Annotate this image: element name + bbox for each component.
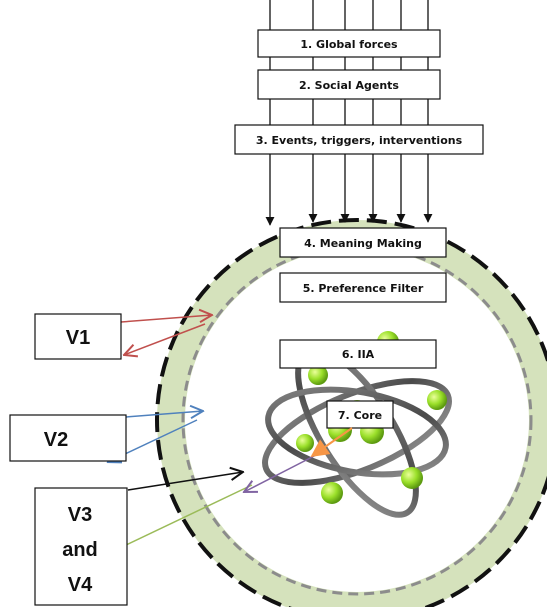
label-v4: V4 bbox=[68, 574, 93, 596]
box-v1: V1 bbox=[34, 313, 122, 360]
label-events: 3. Events, triggers, interventions bbox=[256, 134, 463, 147]
v1-arrow-in bbox=[120, 315, 212, 322]
label-meaning-making: 4. Meaning Making bbox=[304, 237, 422, 250]
label-iia: 6. IIA bbox=[342, 348, 375, 361]
box-v3-v4: V3 and V4 bbox=[34, 487, 128, 606]
orbit-1 bbox=[262, 378, 452, 486]
box-meaning-making: 4. Meaning Making bbox=[279, 227, 447, 258]
box-preference-filter: 5. Preference Filter bbox=[279, 272, 447, 303]
label-core: 7. Core bbox=[338, 409, 382, 422]
box-events: 3. Events, triggers, interventions bbox=[234, 124, 484, 155]
core-arrow-orange bbox=[310, 427, 353, 458]
label-and: and bbox=[62, 539, 98, 561]
v3-arrow-black bbox=[127, 472, 243, 491]
box-iia: 6. IIA bbox=[279, 339, 437, 369]
box-core: 7. Core bbox=[326, 400, 394, 429]
electron-3 bbox=[427, 390, 447, 410]
v1-arrow-out bbox=[124, 323, 206, 355]
box-v2: V2 bbox=[9, 414, 127, 462]
label-v1: V1 bbox=[66, 327, 90, 349]
label-v2: V2 bbox=[44, 429, 68, 451]
label-social-agents: 2. Social Agents bbox=[299, 79, 399, 92]
electron-2 bbox=[308, 365, 328, 385]
orbit-3 bbox=[265, 386, 449, 478]
v3-arrow-purple bbox=[244, 453, 319, 492]
label-preference-filter: 5. Preference Filter bbox=[303, 282, 424, 295]
electron-4 bbox=[401, 467, 423, 489]
label-v3: V3 bbox=[68, 504, 92, 526]
electron-5 bbox=[321, 482, 343, 504]
label-global-forces: 1. Global forces bbox=[300, 38, 398, 51]
v2-arrow-in bbox=[125, 411, 203, 417]
electron-6 bbox=[296, 434, 314, 452]
box-global-forces: 1. Global forces bbox=[257, 29, 441, 58]
box-social-agents: 2. Social Agents bbox=[257, 69, 441, 100]
v3-v4-arrows bbox=[125, 427, 353, 546]
v4-arrow-green bbox=[125, 484, 253, 546]
v1-arrows bbox=[120, 315, 212, 355]
